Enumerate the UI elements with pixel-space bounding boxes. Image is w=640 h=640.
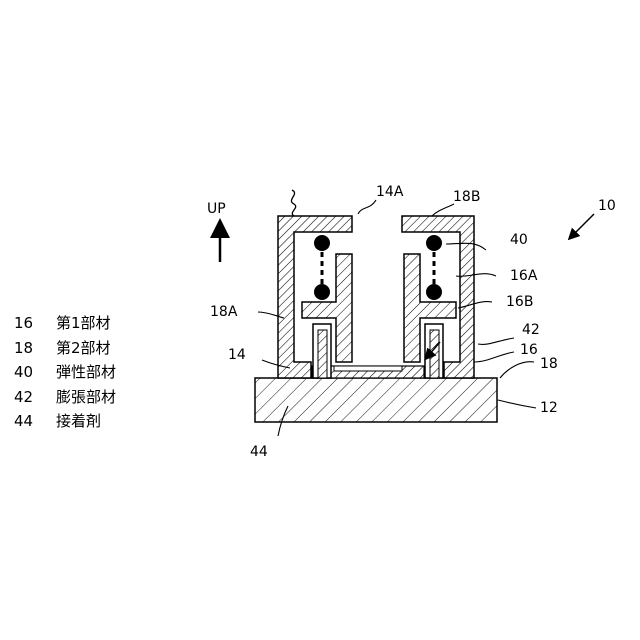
label-40: 40 — [510, 232, 528, 248]
label-42: 42 — [522, 322, 540, 338]
label-16A: 16A — [510, 268, 538, 284]
label-14: 14 — [228, 347, 246, 363]
label-14A: 14A — [376, 184, 404, 200]
legend-text: 第2部材 — [56, 339, 111, 357]
legend-row: 40弾性部材 — [14, 361, 214, 386]
legend-number: 40 — [14, 363, 56, 381]
expansion-member-42-right-inner — [430, 330, 439, 378]
break-line-icon — [291, 190, 295, 216]
adhesive-layer-44-top — [334, 366, 402, 371]
base-plate-12 — [255, 378, 497, 422]
legend-row: 16第1部材 — [14, 312, 214, 337]
elastic-member-40-right — [426, 235, 442, 300]
legend-number: 16 — [14, 314, 56, 332]
label-18B: 18B — [453, 189, 480, 205]
elastic-member-40-left — [314, 235, 330, 300]
legend-text: 接着剤 — [56, 412, 101, 430]
assembly-arrow-icon — [572, 214, 594, 236]
legend-row: 18第2部材 — [14, 337, 214, 362]
label-44: 44 — [250, 444, 268, 460]
legend-text: 第1部材 — [56, 314, 111, 332]
label-18: 18 — [540, 356, 558, 372]
label-16: 16 — [520, 342, 538, 358]
legend-number: 42 — [14, 388, 56, 406]
legend-row: 44接着剤 — [14, 410, 214, 435]
legend-number: 44 — [14, 412, 56, 430]
label-12: 12 — [540, 400, 558, 416]
legend-text: 膨張部材 — [56, 388, 116, 406]
legend-text: 弾性部材 — [56, 363, 116, 381]
expansion-member-42-left-inner — [318, 330, 327, 378]
legend: 16第1部材 18第2部材 40弾性部材 42膨張部材 44接着剤 — [14, 312, 214, 435]
up-label: UP — [207, 201, 226, 217]
legend-row: 42膨張部材 — [14, 386, 214, 411]
legend-number: 18 — [14, 339, 56, 357]
label-18A: 18A — [210, 304, 238, 320]
label-16B: 16B — [506, 294, 533, 310]
label-10: 10 — [598, 198, 616, 214]
